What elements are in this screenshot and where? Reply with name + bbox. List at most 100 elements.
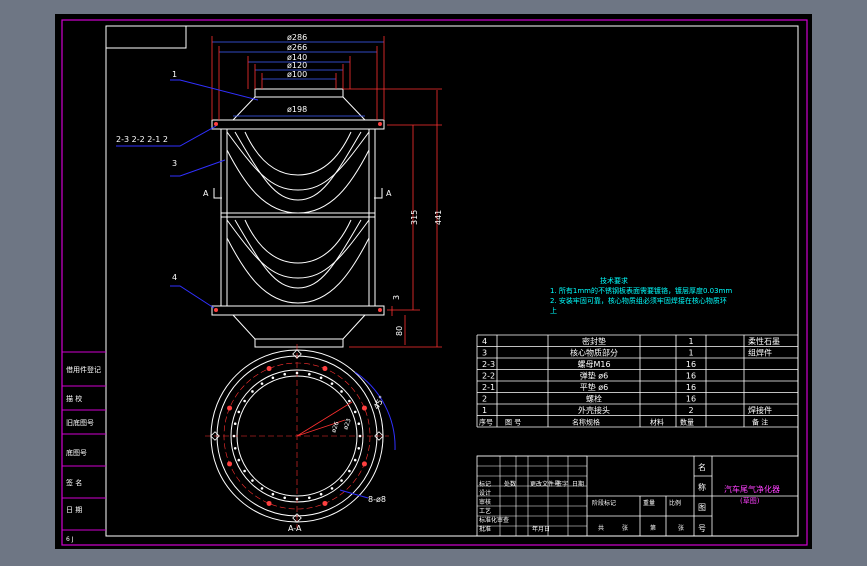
inner-rivet [251,390,254,393]
inner-rivet [232,434,236,438]
bom-row-no: 1 [482,406,487,415]
bom-row-qty: 16 [686,383,696,392]
bottom-flange [211,305,385,316]
tb-sheet-4: 张 [678,524,684,532]
bom-row-qty: 16 [686,372,696,381]
section-view [205,344,396,528]
tb-row-5: 标准化审查 [479,516,509,524]
inner-rivet [330,487,334,490]
bom-row-name: 核心物质部分 [570,348,618,358]
bom-header-drawing: 图 号 [505,419,521,427]
flange-hole [227,461,233,467]
section-small-2: ø23 [342,417,353,430]
side-block [62,351,106,531]
flange-hole [266,366,272,372]
inner-rivet [330,382,334,385]
flange-hole [361,405,367,411]
bom-header-seq: 序号 [479,418,493,427]
inner-rivet [271,376,275,380]
section-labels: A A A-A [203,189,392,533]
part-leaders [116,79,259,309]
inner-rivet [358,434,362,438]
inner-rivet [353,458,357,462]
side-label-6: 日 期 [66,506,82,514]
tb-col-3: 签字 [556,480,568,488]
flange-hole [361,461,367,467]
inner-rivet [283,372,287,376]
dimension-texts: ø286 ø266 ø140 ø120 ø100 ø198 315 441 3 … [287,33,443,336]
dim-d266: ø266 [287,43,307,52]
side-label-5: 签 名 [66,478,82,487]
leader-4: 4 [172,273,177,282]
inner-rivet [348,399,351,403]
inner-rivet [307,372,311,376]
inner-rivet [340,479,343,482]
inner-rivet [353,410,357,414]
bom-row-name: 螺母M16 [577,359,610,369]
inner-rivet [357,422,361,426]
bom-row-no: 2-2 [482,372,495,381]
bom-row-qty: 1 [688,337,693,346]
dim-d140: ø140 [287,53,307,62]
part-labels: 1 2-3 2-2 2-1 2 3 4 [116,70,177,282]
tb-row-6: 批准 [479,525,491,533]
bom-row-no: 2 [482,395,487,404]
bom-row-qty: 16 [686,360,696,369]
bom-row-name: 平垫 ø6 [580,382,609,392]
tb-mid-2: 重量 [643,499,655,507]
flange-bolts [214,122,382,312]
tb-row-4: 工艺 [479,507,491,515]
leader-2: 2-3 2-2 2-1 2 [116,135,168,144]
side-block-labels: 借用件登记 描 校 旧底图号 底图号 签 名 日 期 6 J [66,365,101,543]
dim-d286: ø286 [287,33,307,42]
inner-rivet [260,487,264,490]
outer-frame [61,19,808,546]
inner-rivet [283,496,287,500]
title-block-grid [477,455,587,537]
dim-h315: 315 [410,210,419,225]
tb-row-1: 标记 [479,480,491,488]
tb-date: 年月日 [532,525,550,533]
bom-header-material: 材料 [650,418,664,427]
inner-rivet [295,497,299,501]
bom-row-material: 柔性石墨 [748,336,780,346]
tb-col-2: 更改文件号 [530,480,560,488]
side-label-2: 描 校 [66,394,82,403]
dim-d100: ø100 [287,70,307,79]
bom-header-qty: 数量 [680,418,694,427]
inner-rivet [357,446,361,450]
bottom-pipe [254,338,344,348]
inner-rivet [295,371,299,375]
title-block [476,455,799,537]
bom-row-qty: 1 [688,349,693,358]
extension-lines [211,36,442,348]
corner-box [105,25,187,49]
flange-hole [322,500,328,506]
tb-row-2: 设计 [479,489,491,497]
tb-sheet-1: 共 [598,524,604,532]
tb-col-1: 处数 [504,480,516,488]
inner-rivet [233,446,237,450]
side-label-3: 旧底图号 [66,418,94,427]
tb-mid-3: 比例 [669,499,681,507]
tb-label-name2: 称 [698,482,706,492]
bom-row-no: 2-1 [482,383,495,392]
product-name: 汽车尾气净化器 [724,484,780,494]
section-arrow-left: A [203,189,209,198]
tech-notes: 技术要求 1. 所有1mm的不锈钢板表面需要镀铬，镀层厚度0.03mm 2. 安… [550,276,732,315]
bom-row-qty: 2 [688,406,693,415]
inner-rivet [319,492,323,496]
dim-h80: 80 [395,326,404,336]
dim-d198: ø198 [287,105,307,114]
locator-mark [292,513,302,523]
inner-rivet [271,492,275,496]
tb-sheet-3: 第 [650,524,656,532]
locator-mark [210,431,220,441]
product-sub: (草图) [740,496,760,505]
inner-rivet [251,479,254,482]
notes-line1: 1. 所有1mm的不锈钢板表面需要镀铬，镀层厚度0.03mm [550,286,732,295]
flange-hole [266,500,272,506]
